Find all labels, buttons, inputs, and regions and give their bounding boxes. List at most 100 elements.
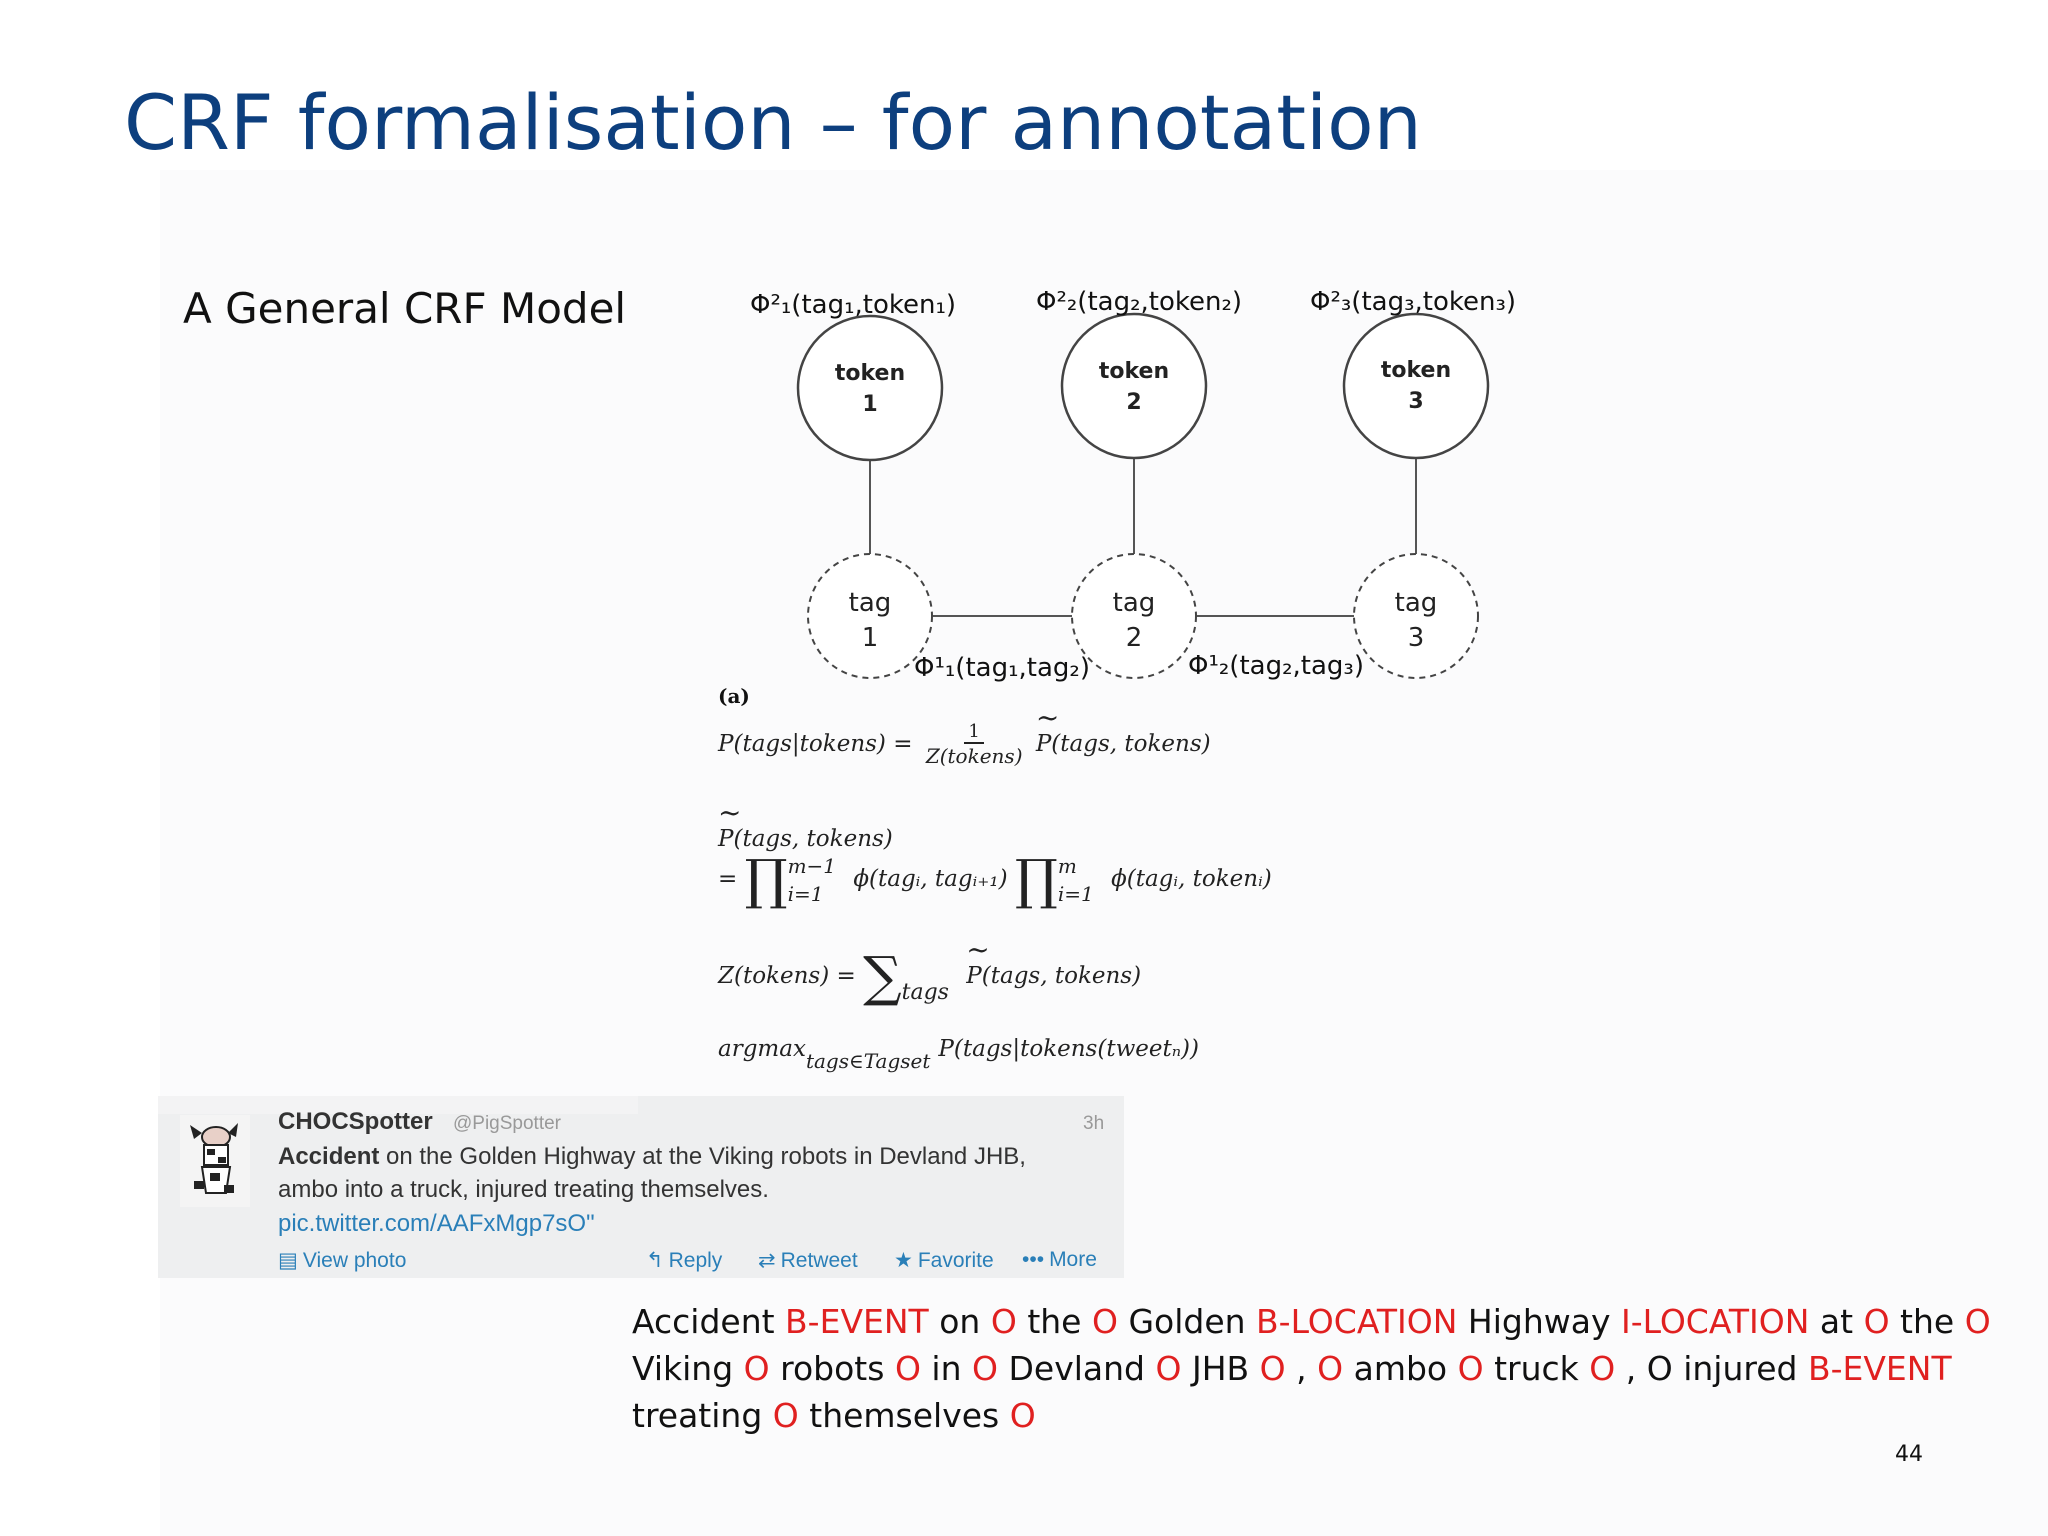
eq1-lhs: P(tags|tokens) = bbox=[718, 731, 913, 757]
token-num-2: 2 bbox=[1126, 390, 1141, 415]
annotation-line-1: Accident B-EVENT on O the O Golden B-LOC… bbox=[632, 1302, 1991, 1341]
tag-label-3: tag bbox=[1395, 588, 1438, 618]
eq2-lhs: P(tags, tokens) bbox=[718, 796, 893, 852]
tag-node-3 bbox=[1353, 553, 1479, 679]
prod2-upper: m bbox=[1057, 854, 1077, 878]
eq3-lhs: Z(tokens) = bbox=[718, 963, 856, 989]
annotated-word: ambo bbox=[1353, 1349, 1458, 1388]
token-label-2: token bbox=[1099, 359, 1169, 384]
annotation-tag: B-EVENT bbox=[785, 1302, 929, 1341]
slide-title: CRF formalisation – for annotation bbox=[124, 78, 1422, 167]
eq1-rhs: P(tags, tokens) bbox=[1036, 701, 1211, 757]
token-label-3: token bbox=[1381, 358, 1451, 383]
annotation-tag: O bbox=[1155, 1349, 1182, 1388]
tweet-card bbox=[158, 1096, 1124, 1278]
token-num-3: 3 bbox=[1408, 389, 1423, 414]
annotation-tag: I-LOCATION bbox=[1620, 1302, 1810, 1341]
tweet-photo-link[interactable]: pic.twitter.com/AAFxMgp7sO" bbox=[278, 1210, 595, 1237]
annotated-word: Accident bbox=[632, 1302, 786, 1341]
crf-diagram: token 1 token 2 token 3 tag 1 tag 2 tag … bbox=[750, 287, 1516, 683]
favorite-button[interactable]: ★Favorite bbox=[894, 1248, 994, 1273]
eq4-subscript: tags∈Tagset bbox=[805, 1049, 931, 1073]
prod1-upper: m−1 bbox=[787, 854, 837, 878]
annotation-tag: O bbox=[1009, 1396, 1036, 1435]
annotation-tag: B-EVENT bbox=[1807, 1349, 1952, 1388]
more-label: More bbox=[1049, 1248, 1097, 1271]
annotation-tag: O bbox=[990, 1302, 1017, 1341]
retweet-button[interactable]: ⇄Retweet bbox=[758, 1248, 858, 1273]
tweet-text-line-1: Accident on the Golden Highway at the Vi… bbox=[278, 1143, 1026, 1171]
annotated-word: at bbox=[1819, 1302, 1864, 1341]
annotation-tag: O bbox=[772, 1396, 799, 1435]
annotated-word: JHB bbox=[1191, 1349, 1260, 1388]
tag-node-2 bbox=[1071, 553, 1197, 679]
equation-unnormalized-lhs: P(tags, tokens) bbox=[718, 796, 893, 852]
annotation-tag: O bbox=[894, 1349, 921, 1388]
annotated-word: truck bbox=[1494, 1349, 1590, 1388]
more-button[interactable]: •••More bbox=[1022, 1248, 1097, 1272]
annotation-tag: O bbox=[1457, 1349, 1484, 1388]
annotation-tag: O bbox=[1863, 1302, 1890, 1341]
eq4-rhs: P(tags|tokens(tweetₙ)) bbox=[938, 1036, 1199, 1062]
token-num-1: 1 bbox=[862, 392, 877, 417]
tag-node-1 bbox=[807, 553, 933, 679]
edge-potential-1: Φ¹₁(tag₁,tag₂) bbox=[914, 653, 1090, 683]
annotation-tag: O bbox=[1589, 1349, 1616, 1388]
annotated-word: Devland bbox=[1008, 1349, 1156, 1388]
eq2-equals: = bbox=[718, 866, 738, 892]
annotation-tag: O bbox=[1259, 1349, 1286, 1388]
more-dots-icon: ••• bbox=[1022, 1248, 1045, 1271]
annotation-tag: O bbox=[1091, 1302, 1118, 1341]
eq2-term2: ϕ(tagᵢ, tokenᵢ) bbox=[1111, 866, 1272, 892]
eq2-term1: ϕ(tagᵢ, tagᵢ₊₁) bbox=[853, 866, 1008, 892]
reply-button[interactable]: ↰Reply bbox=[646, 1248, 722, 1273]
retweet-icon: ⇄ bbox=[758, 1249, 776, 1272]
annotation-line-3: treating O themselves O bbox=[632, 1396, 1036, 1435]
tag-num-2: 2 bbox=[1126, 623, 1143, 653]
annotated-word: Viking bbox=[632, 1349, 744, 1388]
annotation-tag: O bbox=[972, 1349, 998, 1388]
view-photo-button[interactable]: ▤View photo bbox=[278, 1248, 406, 1273]
annotation-tag: O bbox=[1317, 1349, 1344, 1388]
token-node-1 bbox=[796, 314, 944, 462]
token-potential-1: Φ²₁(tag₁,token₁) bbox=[750, 290, 956, 320]
annotated-word: , O injured bbox=[1625, 1349, 1808, 1388]
reply-label: Reply bbox=[668, 1249, 723, 1272]
reply-icon: ↰ bbox=[646, 1249, 664, 1272]
tweet-line-1-rest: on the Golden Highway at the Viking robo… bbox=[379, 1143, 1026, 1170]
tweet-author-handle[interactable]: @PigSpotter bbox=[453, 1113, 562, 1134]
figure-label: (a) bbox=[718, 684, 750, 708]
eq1-denominator: Z(tokens) bbox=[925, 744, 1023, 768]
eq1-fraction: 1 Z(tokens) bbox=[925, 722, 1023, 769]
tag-num-1: 1 bbox=[862, 623, 879, 653]
star-icon: ★ bbox=[894, 1249, 913, 1272]
sum-lower: tags bbox=[901, 980, 949, 1005]
eq1-numerator: 1 bbox=[964, 722, 984, 744]
page-number: 44 bbox=[1895, 1442, 1923, 1467]
sum-symbol: ∑ bbox=[863, 945, 902, 1008]
product-symbol-1: ∏ bbox=[744, 848, 788, 911]
annotated-word: themselves bbox=[809, 1396, 1010, 1435]
avatar bbox=[180, 1115, 250, 1207]
favorite-label: Favorite bbox=[917, 1249, 994, 1272]
token-potential-3: Φ²₃(tag₃,token₃) bbox=[1310, 287, 1516, 317]
tweet-author-name[interactable]: CHOCSpotter bbox=[278, 1108, 433, 1135]
token-label-1: token bbox=[835, 361, 905, 386]
token-potential-2: Φ²₂(tag₂,token₂) bbox=[1036, 287, 1242, 317]
annotated-word: in bbox=[931, 1349, 972, 1388]
annotated-word: Golden bbox=[1128, 1302, 1257, 1341]
prod1-lower: i=1 bbox=[787, 882, 824, 906]
tweet-bold-word: Accident bbox=[278, 1143, 380, 1170]
annotation-tag: O bbox=[743, 1349, 770, 1388]
tweet-timestamp[interactable]: 3h bbox=[1083, 1113, 1105, 1134]
eq3-rhs: P(tags, tokens) bbox=[966, 933, 1141, 989]
tweet-text-line-2: ambo into a truck, injured treating them… bbox=[278, 1176, 769, 1203]
annotated-word: , bbox=[1296, 1349, 1318, 1388]
edge-potential-2: Φ¹₂(tag₂,tag₃) bbox=[1188, 651, 1364, 681]
tweet-top-strip bbox=[158, 1096, 638, 1114]
annotated-word: on bbox=[939, 1302, 991, 1341]
